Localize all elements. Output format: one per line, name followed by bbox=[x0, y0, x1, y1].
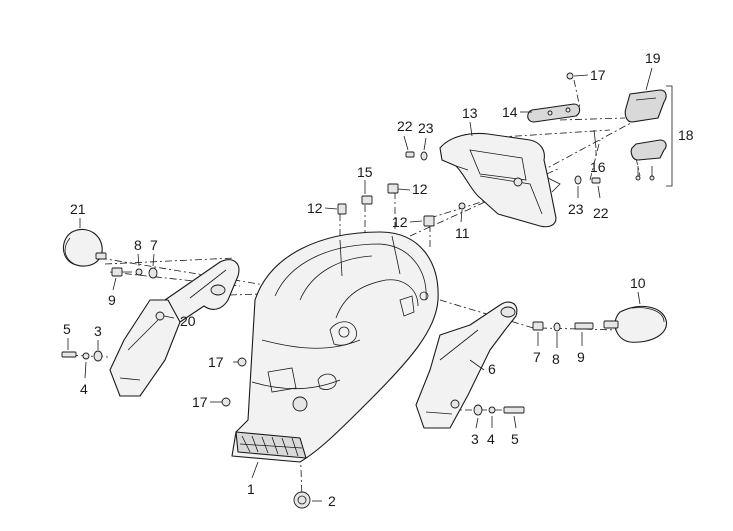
callout-6: 6 bbox=[488, 361, 496, 377]
left-side-cover bbox=[109, 299, 181, 397]
callout-2: 2 bbox=[328, 493, 336, 509]
reflector-holder bbox=[624, 89, 667, 161]
callout-22-right: 22 bbox=[593, 205, 609, 221]
callout-10: 10 bbox=[630, 275, 646, 291]
callout-17-top: 17 bbox=[590, 67, 606, 83]
callout-22-left: 22 bbox=[397, 118, 413, 134]
callout-4-left: 4 bbox=[80, 381, 88, 397]
callout-16: 16 bbox=[590, 159, 606, 175]
leader-lines bbox=[67, 67, 653, 502]
callout-3-right: 3 bbox=[471, 431, 479, 447]
license-plate-bracket bbox=[439, 132, 561, 228]
callout-20: 20 bbox=[180, 313, 196, 329]
callout-4-right: 4 bbox=[487, 431, 495, 447]
callout-5-right: 5 bbox=[511, 431, 519, 447]
callout-19: 19 bbox=[645, 50, 661, 66]
callout-8-left: 8 bbox=[134, 237, 142, 253]
callout-8-right: 8 bbox=[552, 351, 560, 367]
callout-13: 13 bbox=[462, 105, 478, 121]
callout-11: 11 bbox=[455, 225, 470, 241]
callout-7-left: 7 bbox=[150, 237, 158, 253]
callout-1: 1 bbox=[247, 481, 255, 497]
group-bracket-18 bbox=[666, 85, 673, 187]
callout-9-right: 9 bbox=[577, 349, 585, 365]
callout-18: 18 bbox=[678, 127, 694, 143]
callout-15: 15 bbox=[357, 164, 373, 180]
license-lamp bbox=[527, 103, 581, 123]
callout-12-a: 12 bbox=[307, 200, 323, 216]
callout-14: 14 bbox=[502, 104, 518, 120]
rear-fender bbox=[231, 231, 439, 463]
callout-3-left: 3 bbox=[94, 323, 102, 339]
callout-23-right: 23 bbox=[568, 201, 584, 217]
right-side-cover bbox=[415, 301, 518, 429]
callout-12-c: 12 bbox=[392, 214, 408, 230]
right-turn-signal bbox=[603, 305, 667, 343]
callout-21: 21 bbox=[70, 201, 86, 217]
callout-12-b: 12 bbox=[412, 181, 428, 197]
callout-23-left: 23 bbox=[418, 120, 434, 136]
callout-17-mid: 17 bbox=[208, 354, 224, 370]
callout-9-left: 9 bbox=[108, 292, 116, 308]
callout-5-left: 5 bbox=[63, 321, 71, 337]
callout-7-right: 7 bbox=[533, 349, 541, 365]
callout-labels: 1 2 3 4 5 3 4 5 6 7 7 8 8 9 9 10 11 12 1… bbox=[63, 50, 694, 509]
left-turn-signal bbox=[62, 228, 107, 267]
callout-17-low: 17 bbox=[192, 394, 208, 410]
left-support-bracket bbox=[164, 259, 240, 323]
fasteners bbox=[61, 72, 655, 509]
